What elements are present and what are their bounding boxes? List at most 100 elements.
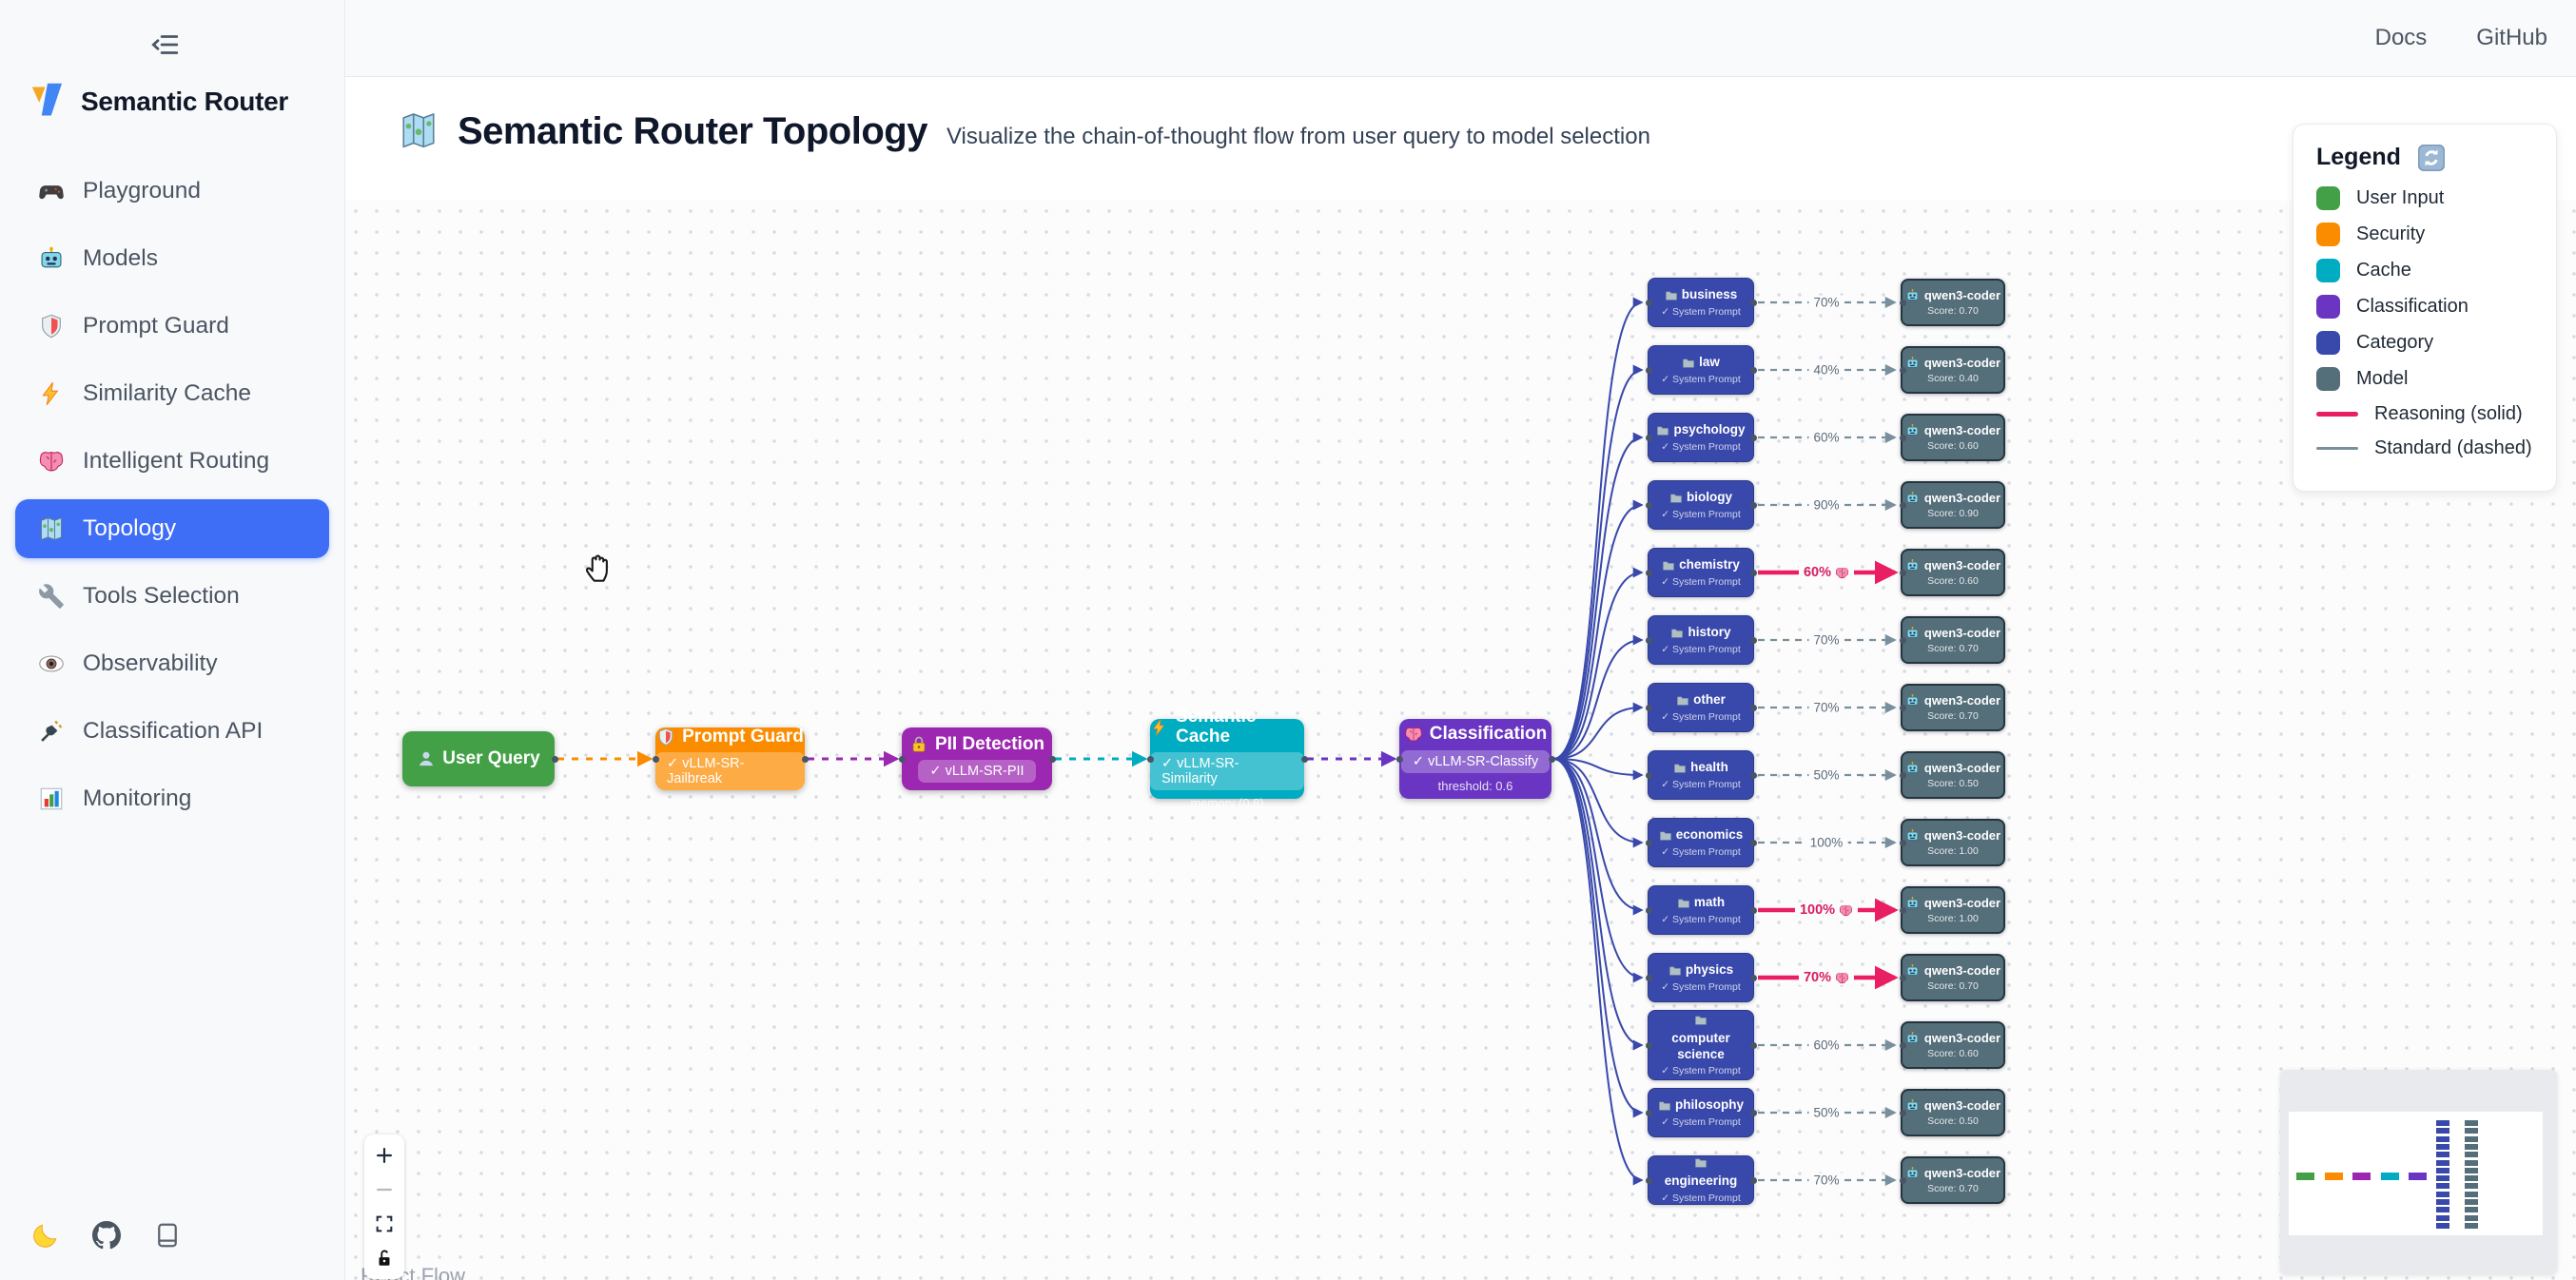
input-handle[interactable] — [1146, 755, 1154, 763]
node-category-history[interactable]: history✓ System Prompt — [1645, 615, 1757, 665]
output-handle[interactable] — [1749, 434, 1757, 441]
output-handle[interactable] — [1749, 1176, 1757, 1184]
node-category-law[interactable]: law✓ System Prompt — [1645, 345, 1757, 395]
input-handle[interactable] — [1645, 974, 1652, 981]
input-handle[interactable] — [1899, 1176, 1906, 1184]
output-handle[interactable] — [1749, 906, 1757, 914]
node-category-math[interactable]: math✓ System Prompt — [1645, 885, 1757, 935]
input-handle[interactable] — [1645, 366, 1652, 374]
node-category-computer-science[interactable]: computer science✓ System Prompt — [1645, 1010, 1757, 1080]
output-handle[interactable] — [1749, 1041, 1757, 1049]
input-handle[interactable] — [1899, 366, 1906, 374]
output-handle[interactable] — [1749, 636, 1757, 644]
input-handle[interactable] — [1899, 839, 1906, 846]
output-handle[interactable] — [1749, 974, 1757, 981]
input-handle[interactable] — [1645, 839, 1652, 846]
fit-view-button[interactable] — [364, 1207, 404, 1241]
input-handle[interactable] — [1899, 569, 1906, 576]
input-handle[interactable] — [1645, 771, 1652, 779]
sidebar-item-playground[interactable]: Playground — [15, 162, 329, 221]
input-handle[interactable] — [1899, 501, 1906, 509]
sidebar-item-topology[interactable]: Topology — [15, 499, 329, 558]
output-handle[interactable] — [1300, 755, 1308, 763]
input-handle[interactable] — [1395, 755, 1403, 763]
input-handle[interactable] — [1899, 974, 1906, 981]
node-category-philosophy[interactable]: philosophy✓ System Prompt — [1645, 1088, 1757, 1137]
output-handle[interactable] — [1749, 366, 1757, 374]
sidebar-item-intelligent-routing[interactable]: Intelligent Routing — [15, 432, 329, 491]
sidebar-item-monitoring[interactable]: Monitoring — [15, 769, 329, 828]
input-handle[interactable] — [1899, 1109, 1906, 1116]
node-user-query[interactable]: User Query — [402, 731, 558, 786]
toggle-interactivity-button[interactable] — [364, 1241, 404, 1275]
input-handle[interactable] — [1645, 299, 1652, 306]
zoom-out-button[interactable] — [364, 1173, 404, 1207]
node-category-business[interactable]: business✓ System Prompt — [1645, 278, 1757, 327]
node-category-biology[interactable]: biology✓ System Prompt — [1645, 480, 1757, 530]
output-handle[interactable] — [551, 755, 558, 763]
output-handle[interactable] — [1749, 299, 1757, 306]
input-handle[interactable] — [1899, 906, 1906, 914]
sidebar-item-similarity-cache[interactable]: Similarity Cache — [15, 364, 329, 423]
node-category-physics[interactable]: physics✓ System Prompt — [1645, 953, 1757, 1002]
input-handle[interactable] — [1899, 299, 1906, 306]
input-handle[interactable] — [1899, 771, 1906, 779]
input-handle[interactable] — [1645, 569, 1652, 576]
input-handle[interactable] — [1899, 636, 1906, 644]
docs-link-button[interactable] — [152, 1221, 183, 1251]
input-handle[interactable] — [1645, 1176, 1652, 1184]
output-handle[interactable] — [1749, 569, 1757, 576]
node-category-other[interactable]: other✓ System Prompt — [1645, 683, 1757, 732]
input-handle[interactable] — [1645, 1109, 1652, 1116]
output-handle[interactable] — [1749, 1109, 1757, 1116]
input-handle[interactable] — [1899, 704, 1906, 711]
output-handle[interactable] — [1749, 771, 1757, 779]
output-handle[interactable] — [1749, 501, 1757, 509]
topnav-docs-link[interactable]: Docs — [2374, 25, 2428, 50]
output-handle[interactable] — [801, 755, 809, 763]
node-category-chemistry[interactable]: chemistry✓ System Prompt — [1645, 548, 1757, 597]
legend-refresh-button[interactable] — [2417, 144, 2445, 171]
sidebar-item-models[interactable]: Models — [15, 229, 329, 288]
output-handle[interactable] — [1749, 704, 1757, 711]
input-handle[interactable] — [1645, 704, 1652, 711]
output-handle[interactable] — [1548, 755, 1555, 763]
node-category-health[interactable]: health✓ System Prompt — [1645, 750, 1757, 800]
sidebar-item-classification-api[interactable]: Classification API — [15, 702, 329, 761]
topnav-github-link[interactable]: GitHub — [2476, 25, 2547, 50]
input-handle[interactable] — [898, 755, 906, 763]
node-category-economics[interactable]: economics✓ System Prompt — [1645, 818, 1757, 867]
zoom-in-button[interactable] — [364, 1138, 404, 1173]
input-handle[interactable] — [1645, 501, 1652, 509]
sidebar-item-observability[interactable]: Observability — [15, 634, 329, 693]
input-handle[interactable] — [1645, 434, 1652, 441]
node-category-engineering[interactable]: engineering✓ System Prompt — [1645, 1155, 1757, 1205]
input-handle[interactable] — [1645, 906, 1652, 914]
sidebar-item-prompt-guard[interactable]: Prompt Guard — [15, 297, 329, 356]
input-handle[interactable] — [1899, 434, 1906, 441]
input-handle[interactable] — [652, 755, 659, 763]
minimap[interactable] — [2280, 1070, 2557, 1274]
collapse-sidebar-button[interactable] — [143, 25, 185, 67]
input-handle[interactable] — [1899, 1041, 1906, 1049]
input-handle[interactable] — [1645, 1041, 1652, 1049]
node-pii-detection[interactable]: PII Detection✓ vLLM-SR-PII — [898, 727, 1056, 790]
theme-toggle-button[interactable] — [30, 1221, 61, 1251]
